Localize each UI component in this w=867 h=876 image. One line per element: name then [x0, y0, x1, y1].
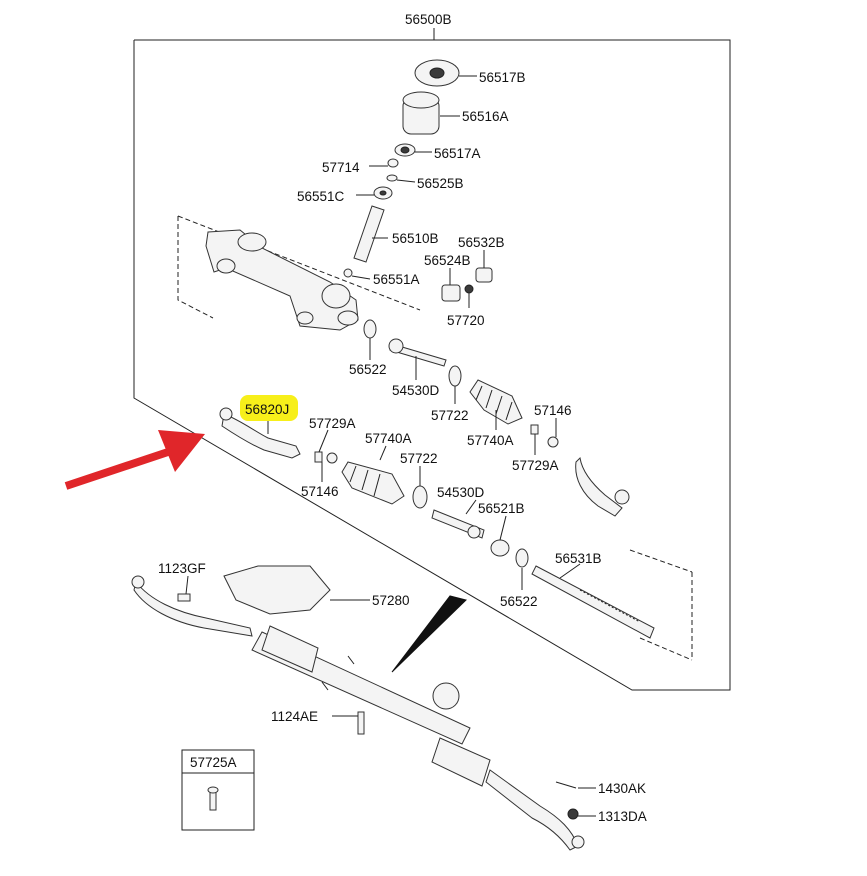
- label-1430AK: 1430AK: [598, 781, 646, 796]
- ring-56525B: [386, 174, 398, 182]
- label-1313DA: 1313DA: [598, 809, 647, 824]
- assembled-tierod-left: [133, 580, 253, 637]
- label-56500B: 56500B: [405, 12, 452, 27]
- label-56531B: 56531B: [555, 551, 602, 566]
- tierod-end-right: [575, 456, 623, 517]
- label-1124AE: 1124AE: [271, 709, 318, 724]
- label-56820J: 56820J: [245, 402, 289, 417]
- middle-parts: [363, 319, 630, 517]
- gear-housing: [205, 229, 359, 331]
- tierod-end-56820J: [221, 413, 301, 459]
- nut-57729Aa: [530, 424, 539, 435]
- direction-wedge: [391, 595, 467, 673]
- rack-56531B: [531, 565, 655, 639]
- label-57722-upper: 57722: [431, 408, 469, 423]
- boxed-part-57725A: 57725A: [181, 749, 255, 831]
- label-56516A: 56516A: [462, 109, 509, 124]
- label-56517A: 56517A: [434, 146, 481, 161]
- ring-56551A: [343, 268, 353, 278]
- label-56551C: 56551C: [297, 189, 345, 204]
- red-pointer-arrow: [64, 430, 205, 490]
- boot-57740Aa: [469, 379, 523, 425]
- ring-56522b: [515, 548, 529, 568]
- label-57280: 57280: [372, 593, 410, 608]
- assembly-frame: 56500B: [133, 12, 731, 691]
- highlight-56820J: [240, 395, 298, 421]
- clamp-57722a: [448, 365, 462, 387]
- bolt-1123GF: [177, 593, 191, 602]
- label-57729A-left: 57729A: [309, 416, 356, 431]
- ring-57714: [387, 158, 399, 168]
- label-57146-left: 57146: [301, 484, 339, 499]
- label-56522-upper: 56522: [349, 362, 387, 377]
- assembled-boot-left: [261, 625, 319, 673]
- label-56522-lower: 56522: [500, 594, 538, 609]
- assembled-boot-right: [431, 737, 491, 787]
- bushing-56521B: [490, 539, 510, 557]
- nut-57720: [464, 284, 474, 294]
- label-54530D-upper: 54530D: [392, 383, 440, 398]
- assembled-pinion-housing: [432, 682, 460, 710]
- label-57740A-lower: 57740A: [365, 431, 412, 446]
- label-56525B: 56525B: [417, 176, 464, 191]
- label-56551A: 56551A: [373, 272, 420, 287]
- clamp-57722b: [412, 485, 428, 509]
- label-56532B: 56532B: [458, 235, 505, 250]
- nut-57146b: [326, 452, 338, 464]
- label-56517B: 56517B: [479, 70, 526, 85]
- label-54530D-lower: 54530D: [437, 485, 485, 500]
- bracket-57280: [223, 565, 331, 615]
- yoke-56524B: [441, 284, 461, 302]
- label-57725A: 57725A: [190, 755, 237, 770]
- nut-57146a: [547, 436, 559, 448]
- pinion-56510B: [353, 205, 385, 263]
- label-57720: 57720: [447, 313, 485, 328]
- label-57740A-upper: 57740A: [467, 433, 514, 448]
- assembled-view: [131, 565, 585, 851]
- boot-57740Ab: [341, 461, 405, 505]
- part-labels: 56517B 56516A 56517A 57714 56525B 56551C…: [158, 70, 647, 824]
- leader-lines: [185, 75, 596, 817]
- label-57722-lower: 57722: [400, 451, 438, 466]
- lower-exploded-parts: [219, 407, 655, 639]
- label-56510B: 56510B: [392, 231, 439, 246]
- label-56521B: 56521B: [478, 501, 525, 516]
- pin-1430AK: [555, 781, 577, 789]
- ring-56522a: [363, 319, 377, 339]
- bolt-1124AE: [357, 711, 365, 735]
- plug-56532B: [475, 267, 493, 283]
- label-57729A-right: 57729A: [512, 458, 559, 473]
- label-57714: 57714: [322, 160, 360, 175]
- upper-pinion-parts: [343, 59, 460, 278]
- assembled-tierod-right: [485, 769, 579, 851]
- rack-support: [441, 267, 493, 302]
- label-56524B: 56524B: [424, 253, 471, 268]
- label-1123GF: 1123GF: [158, 561, 206, 576]
- label-57146-right: 57146: [534, 403, 572, 418]
- nut-57729Ab: [314, 451, 323, 463]
- nut-1313DA: [567, 808, 579, 820]
